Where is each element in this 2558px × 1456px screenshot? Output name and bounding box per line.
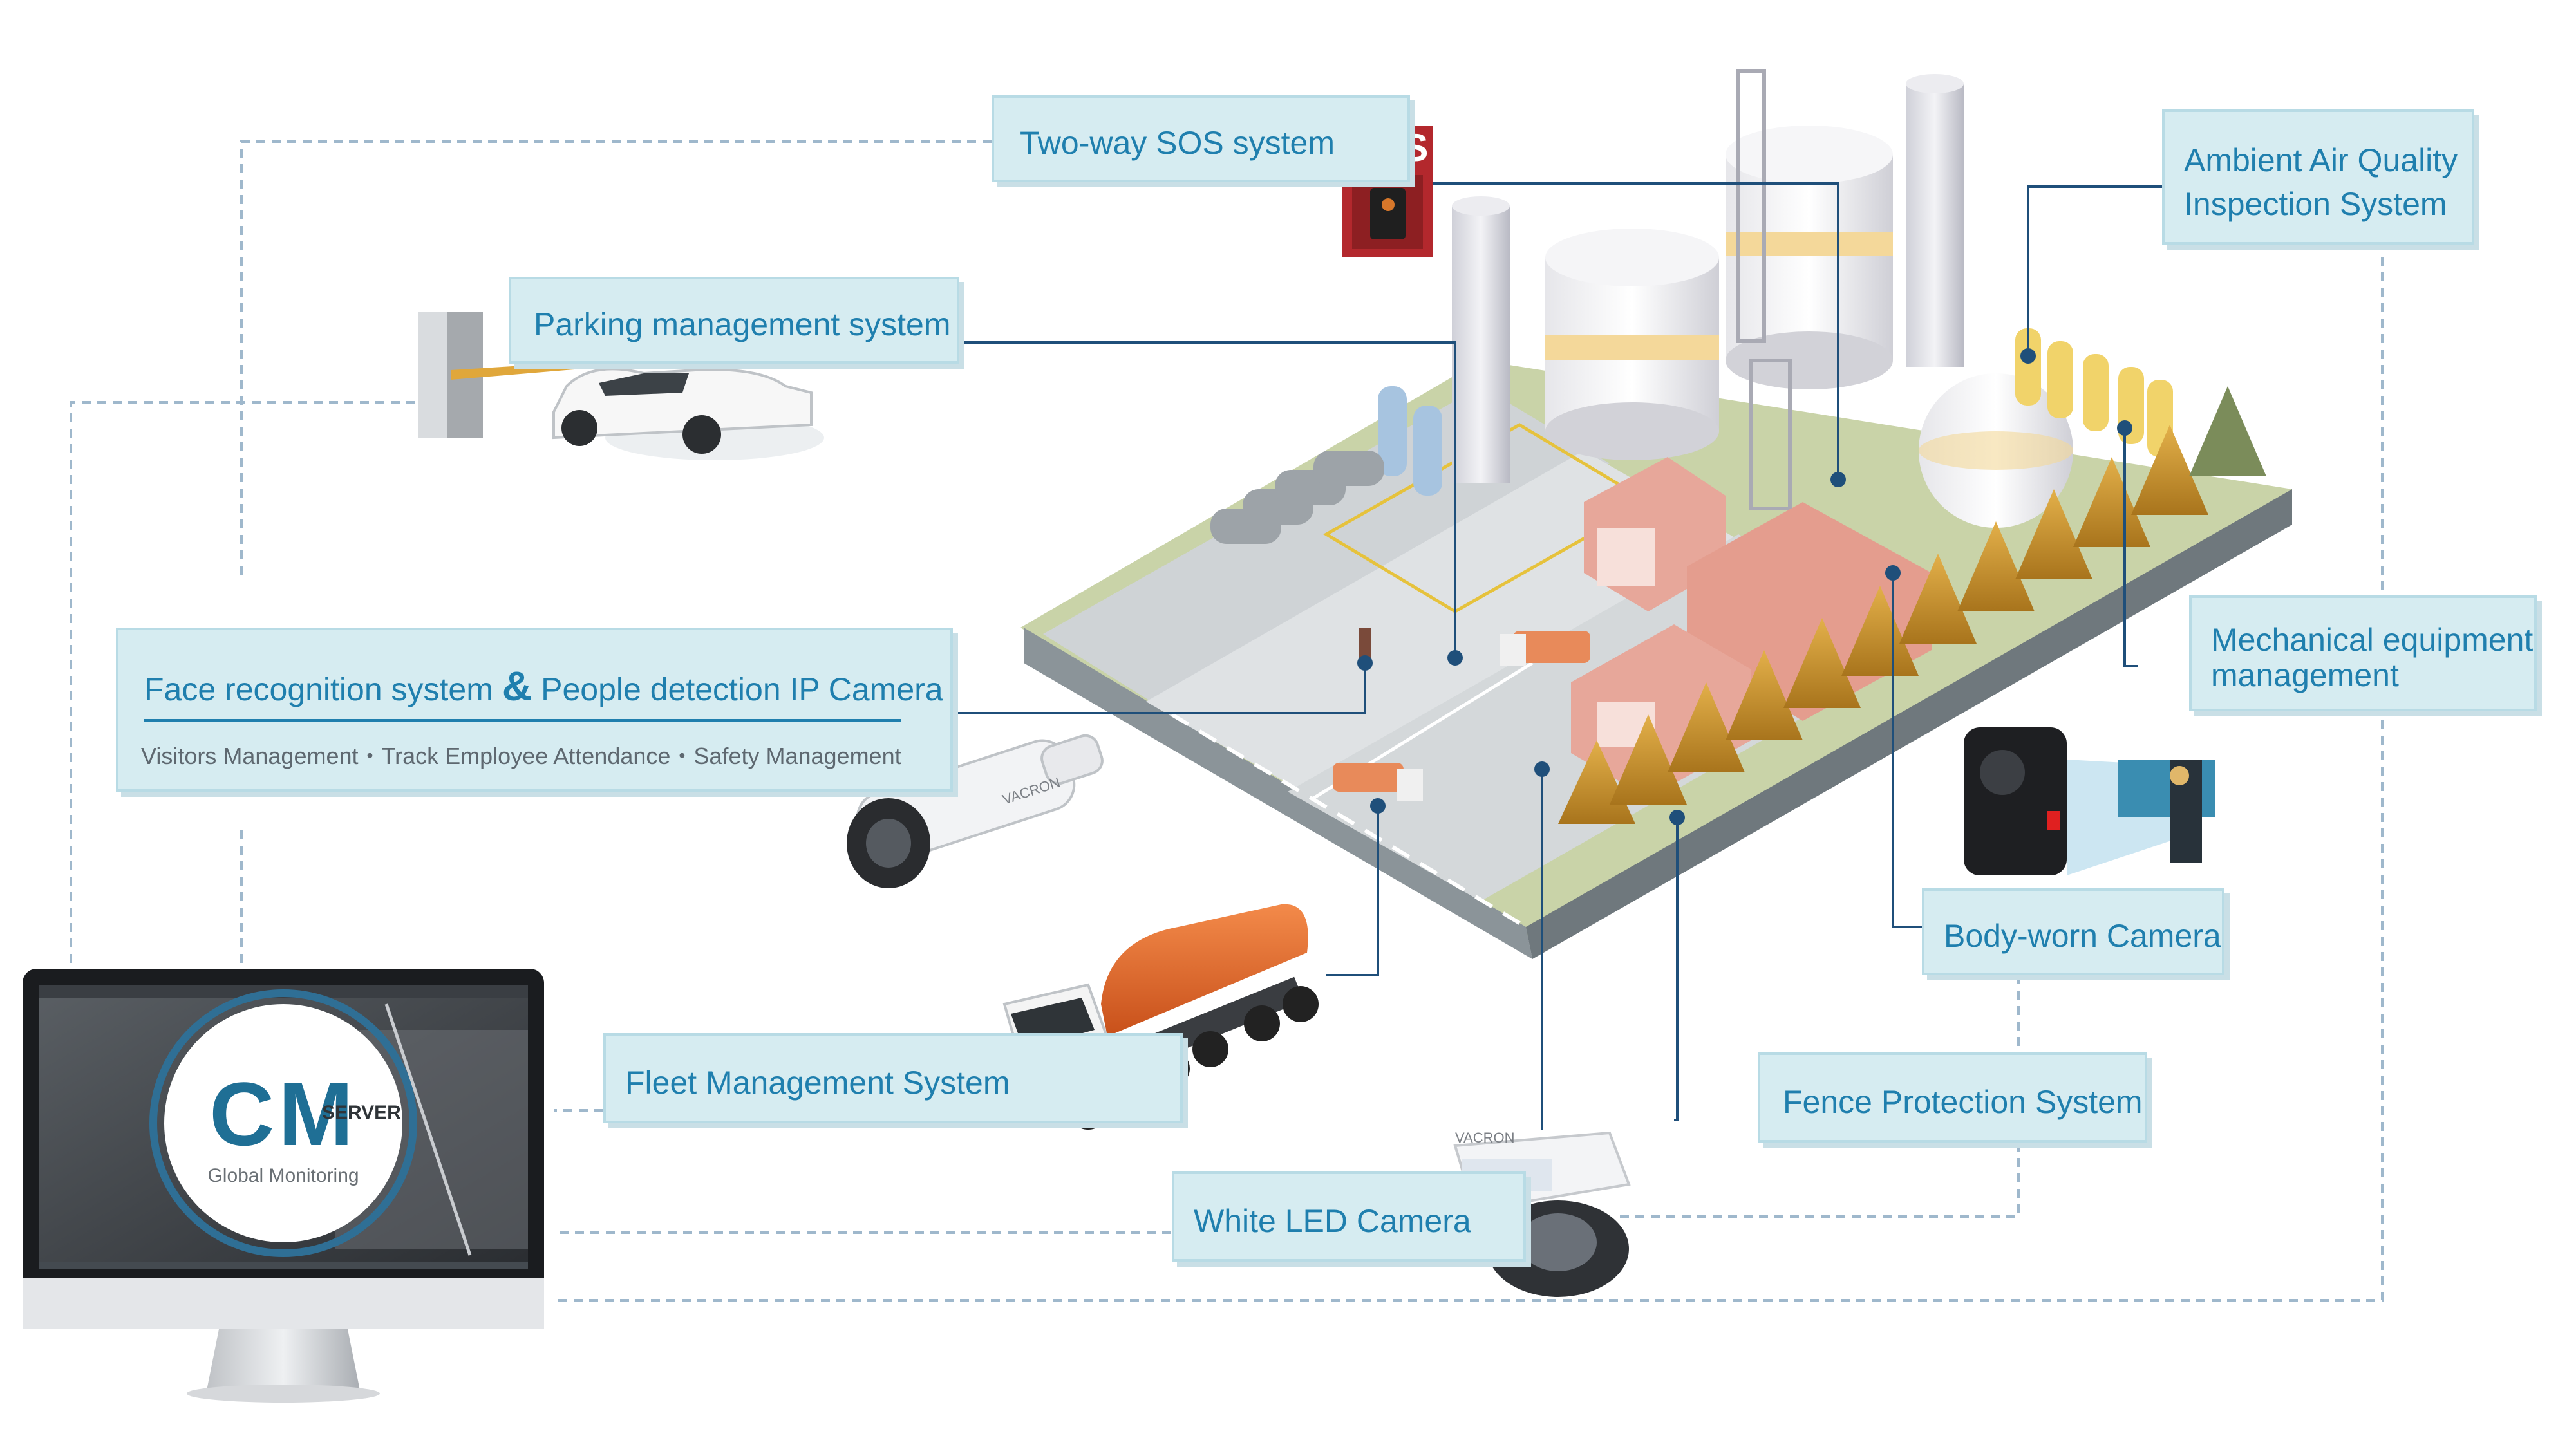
body-worn-camera-label: Body-worn Camera — [1922, 888, 2224, 975]
white-led-camera-label: White LED Camera — [1172, 1171, 1526, 1262]
fence-tree-line — [1558, 386, 2266, 824]
body-worn-camera — [1964, 727, 2215, 875]
mechanical-equipment-label: Mechanical equipment management — [2189, 595, 2537, 711]
ampersand: & — [502, 663, 532, 709]
dome-camera-brand: VACRON — [1455, 1130, 1515, 1146]
sos-system-label: Two-way SOS system — [992, 95, 1410, 182]
parking-label: Parking management system — [509, 277, 959, 364]
air-quality-label: Ambient Air Quality Inspection System — [2162, 109, 2474, 245]
monitor — [23, 969, 544, 1403]
people-detection-title: People detection IP Camera — [541, 671, 943, 707]
car-image — [552, 368, 813, 454]
connector-lines — [953, 182, 2162, 1130]
face-label-subtitle: Visitors Management・Track Employee Atten… — [141, 743, 901, 769]
bullet-camera: VACRON — [847, 734, 1104, 888]
site-trucks — [1333, 628, 1590, 801]
storage-tanks — [1210, 69, 2173, 544]
face-recognition-title: Face recognition system — [144, 671, 493, 707]
cm-server-label: SERVER — [322, 1102, 401, 1123]
face-recognition-label: Face recognition system&People detection… — [116, 628, 953, 792]
cm-logo-letters: CM — [209, 1063, 357, 1164]
fence-protection-label: Fence Protection System — [1758, 1052, 2147, 1143]
fleet-management-label: Fleet Management System — [603, 1033, 1183, 1123]
face-label-divider — [144, 719, 901, 722]
cm-global-monitoring: Global Monitoring — [207, 1165, 359, 1186]
connector-dots — [1357, 348, 2132, 825]
